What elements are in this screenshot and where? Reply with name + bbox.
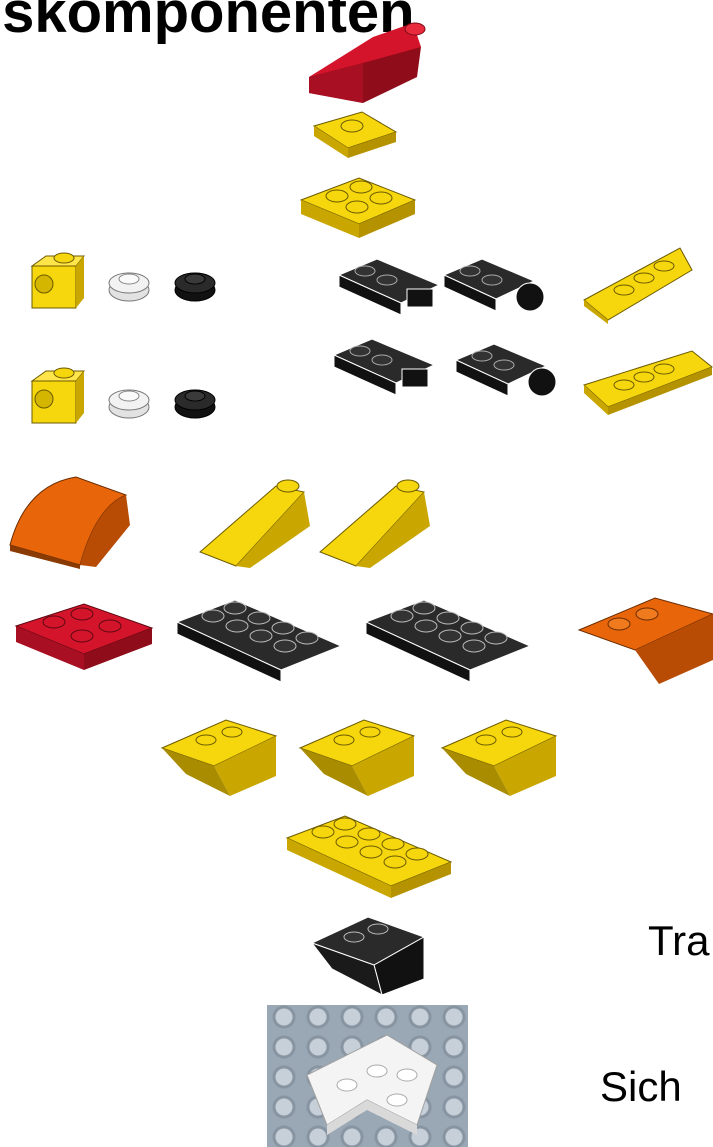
label-tra: Tra (648, 917, 709, 965)
black-hinge-plate-1 (335, 255, 440, 319)
wedge-plate-photo (267, 1005, 468, 1147)
white-wedge-plate-icon (267, 1005, 468, 1147)
yellow-inverted-slope-1 (158, 712, 280, 797)
red-plate-2x3 (12, 600, 156, 672)
red-slope-brick (303, 15, 423, 105)
yellow-headlight-brick-2 (24, 365, 86, 431)
yellow-plate-1x2 (310, 108, 400, 160)
black-hinge-plate-3 (330, 335, 435, 399)
black-round-plate (172, 268, 218, 304)
yellow-wedge-plate-1 (580, 240, 700, 325)
yellow-slope-2 (316, 470, 434, 570)
black-plate-2x4-2 (362, 592, 534, 684)
white-round-plate (106, 268, 152, 304)
yellow-plate-2x2 (297, 170, 419, 242)
yellow-wedge-plate-2 (580, 345, 713, 420)
label-sich: Sich (600, 1063, 682, 1111)
black-inverted-slope (308, 905, 428, 997)
orange-curved-slope (6, 465, 132, 570)
white-round-plate-2 (106, 385, 152, 421)
yellow-plate-2x4 (283, 808, 455, 900)
yellow-inverted-slope-3 (438, 712, 560, 797)
black-plate-2x4-1 (173, 592, 345, 684)
yellow-headlight-brick (24, 250, 86, 316)
black-hinge-plate-2 (440, 255, 550, 319)
yellow-inverted-slope-2 (296, 712, 418, 797)
yellow-slope-1 (196, 470, 314, 570)
orange-inverted-slope (575, 590, 713, 685)
black-hinge-plate-4 (452, 340, 562, 404)
black-round-plate-2 (172, 385, 218, 421)
